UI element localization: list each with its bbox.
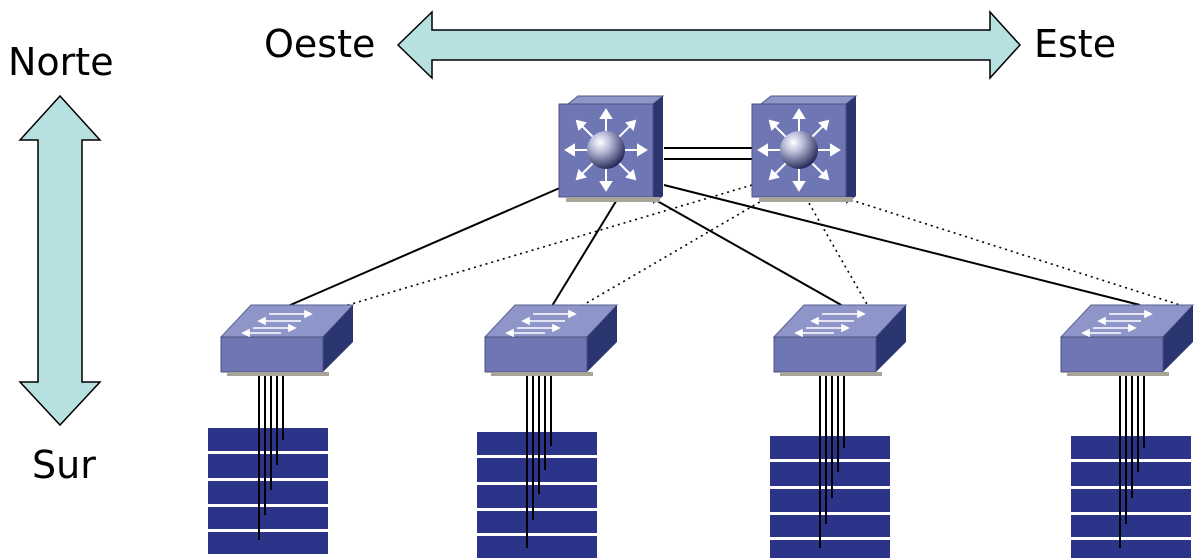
access-switch-2 — [484, 304, 618, 377]
access-switch-4 — [1060, 304, 1194, 377]
workgroup-switch-icon — [220, 304, 354, 377]
access-switch-1 — [220, 304, 354, 377]
server-rack-3 — [770, 374, 890, 558]
primary-uplinks — [287, 184, 1141, 307]
server-rack-icon — [770, 436, 890, 558]
label-north: Norte — [8, 40, 114, 84]
core-switch-1 — [558, 95, 665, 204]
core-switch-2 — [751, 95, 858, 204]
workgroup-switch-icon — [1060, 304, 1194, 377]
label-west: Oeste — [264, 22, 375, 66]
label-south: Sur — [32, 443, 96, 487]
server-rack-1 — [208, 366, 328, 554]
east-west-arrow — [396, 10, 1022, 80]
server-rack-4 — [1071, 374, 1191, 558]
backup-uplinks — [337, 184, 1181, 309]
workgroup-switch-icon — [484, 304, 618, 377]
access-switch-3 — [773, 304, 907, 377]
layer3-switch-icon — [751, 95, 858, 204]
workgroup-switch-icon — [773, 304, 907, 377]
server-rack-2 — [477, 370, 597, 558]
layer3-switch-icon — [558, 95, 665, 204]
label-east: Este — [1034, 22, 1116, 66]
server-rack-icon — [208, 428, 328, 554]
inter-switch-link — [664, 147, 754, 160]
server-rack-icon — [477, 432, 597, 558]
north-south-arrow — [18, 94, 102, 427]
